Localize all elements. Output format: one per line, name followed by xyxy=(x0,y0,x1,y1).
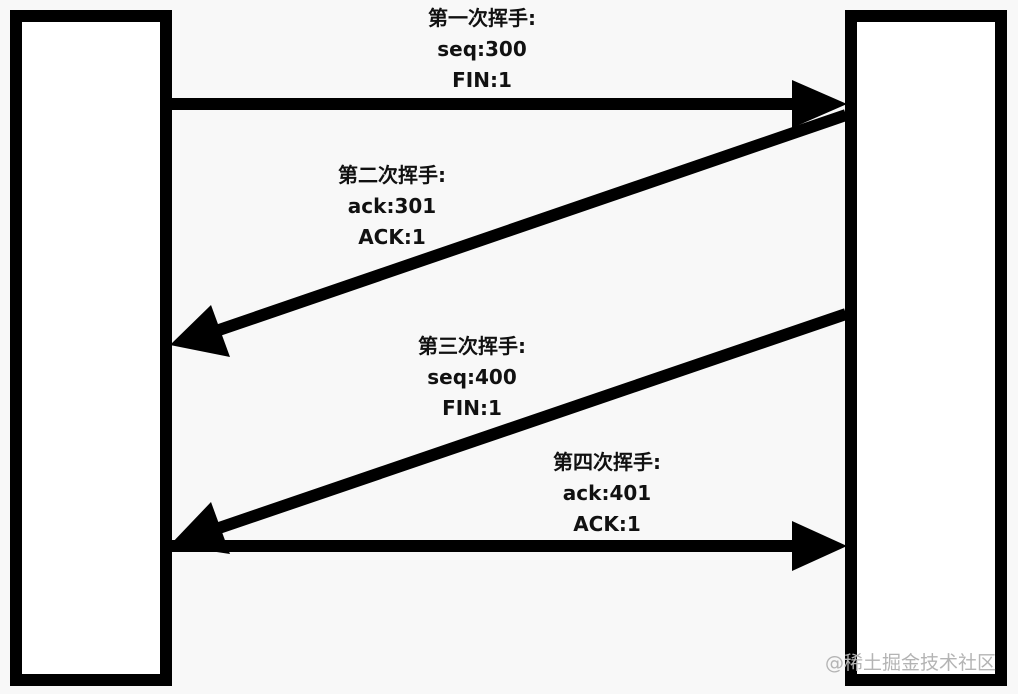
first-wave-seq: seq:300 xyxy=(437,37,527,61)
fourth-wave-flag: ACK:1 xyxy=(573,512,641,536)
fourth-wave-ack: ack:401 xyxy=(562,481,652,505)
third-wave-title: 第三次挥手: xyxy=(418,334,526,358)
fourth-wave-label: 第四次挥手: ack:401 ACK:1 xyxy=(497,447,717,540)
second-wave-flag: ACK:1 xyxy=(358,225,426,249)
first-wave-title: 第一次挥手: xyxy=(428,6,536,30)
second-wave-arrow xyxy=(170,109,848,357)
left-host-box xyxy=(10,10,172,686)
second-wave-label: 第二次挥手: ack:301 ACK:1 xyxy=(282,160,502,253)
watermark: @稀土掘金技术社区 xyxy=(824,652,996,674)
first-wave-arrow xyxy=(170,80,847,128)
third-wave-seq: seq:400 xyxy=(427,365,517,389)
fourth-wave-title: 第四次挥手: xyxy=(553,450,661,474)
right-host-box xyxy=(845,10,1007,686)
first-wave-label: 第一次挥手: seq:300 FIN:1 xyxy=(372,3,592,96)
second-wave-ack: ack:301 xyxy=(347,194,437,218)
first-wave-flag: FIN:1 xyxy=(452,68,512,92)
third-wave-label: 第三次挥手: seq:400 FIN:1 xyxy=(362,331,582,424)
third-wave-flag: FIN:1 xyxy=(442,396,502,420)
fourth-wave-arrow xyxy=(170,521,847,571)
second-wave-title: 第二次挥手: xyxy=(338,163,446,187)
